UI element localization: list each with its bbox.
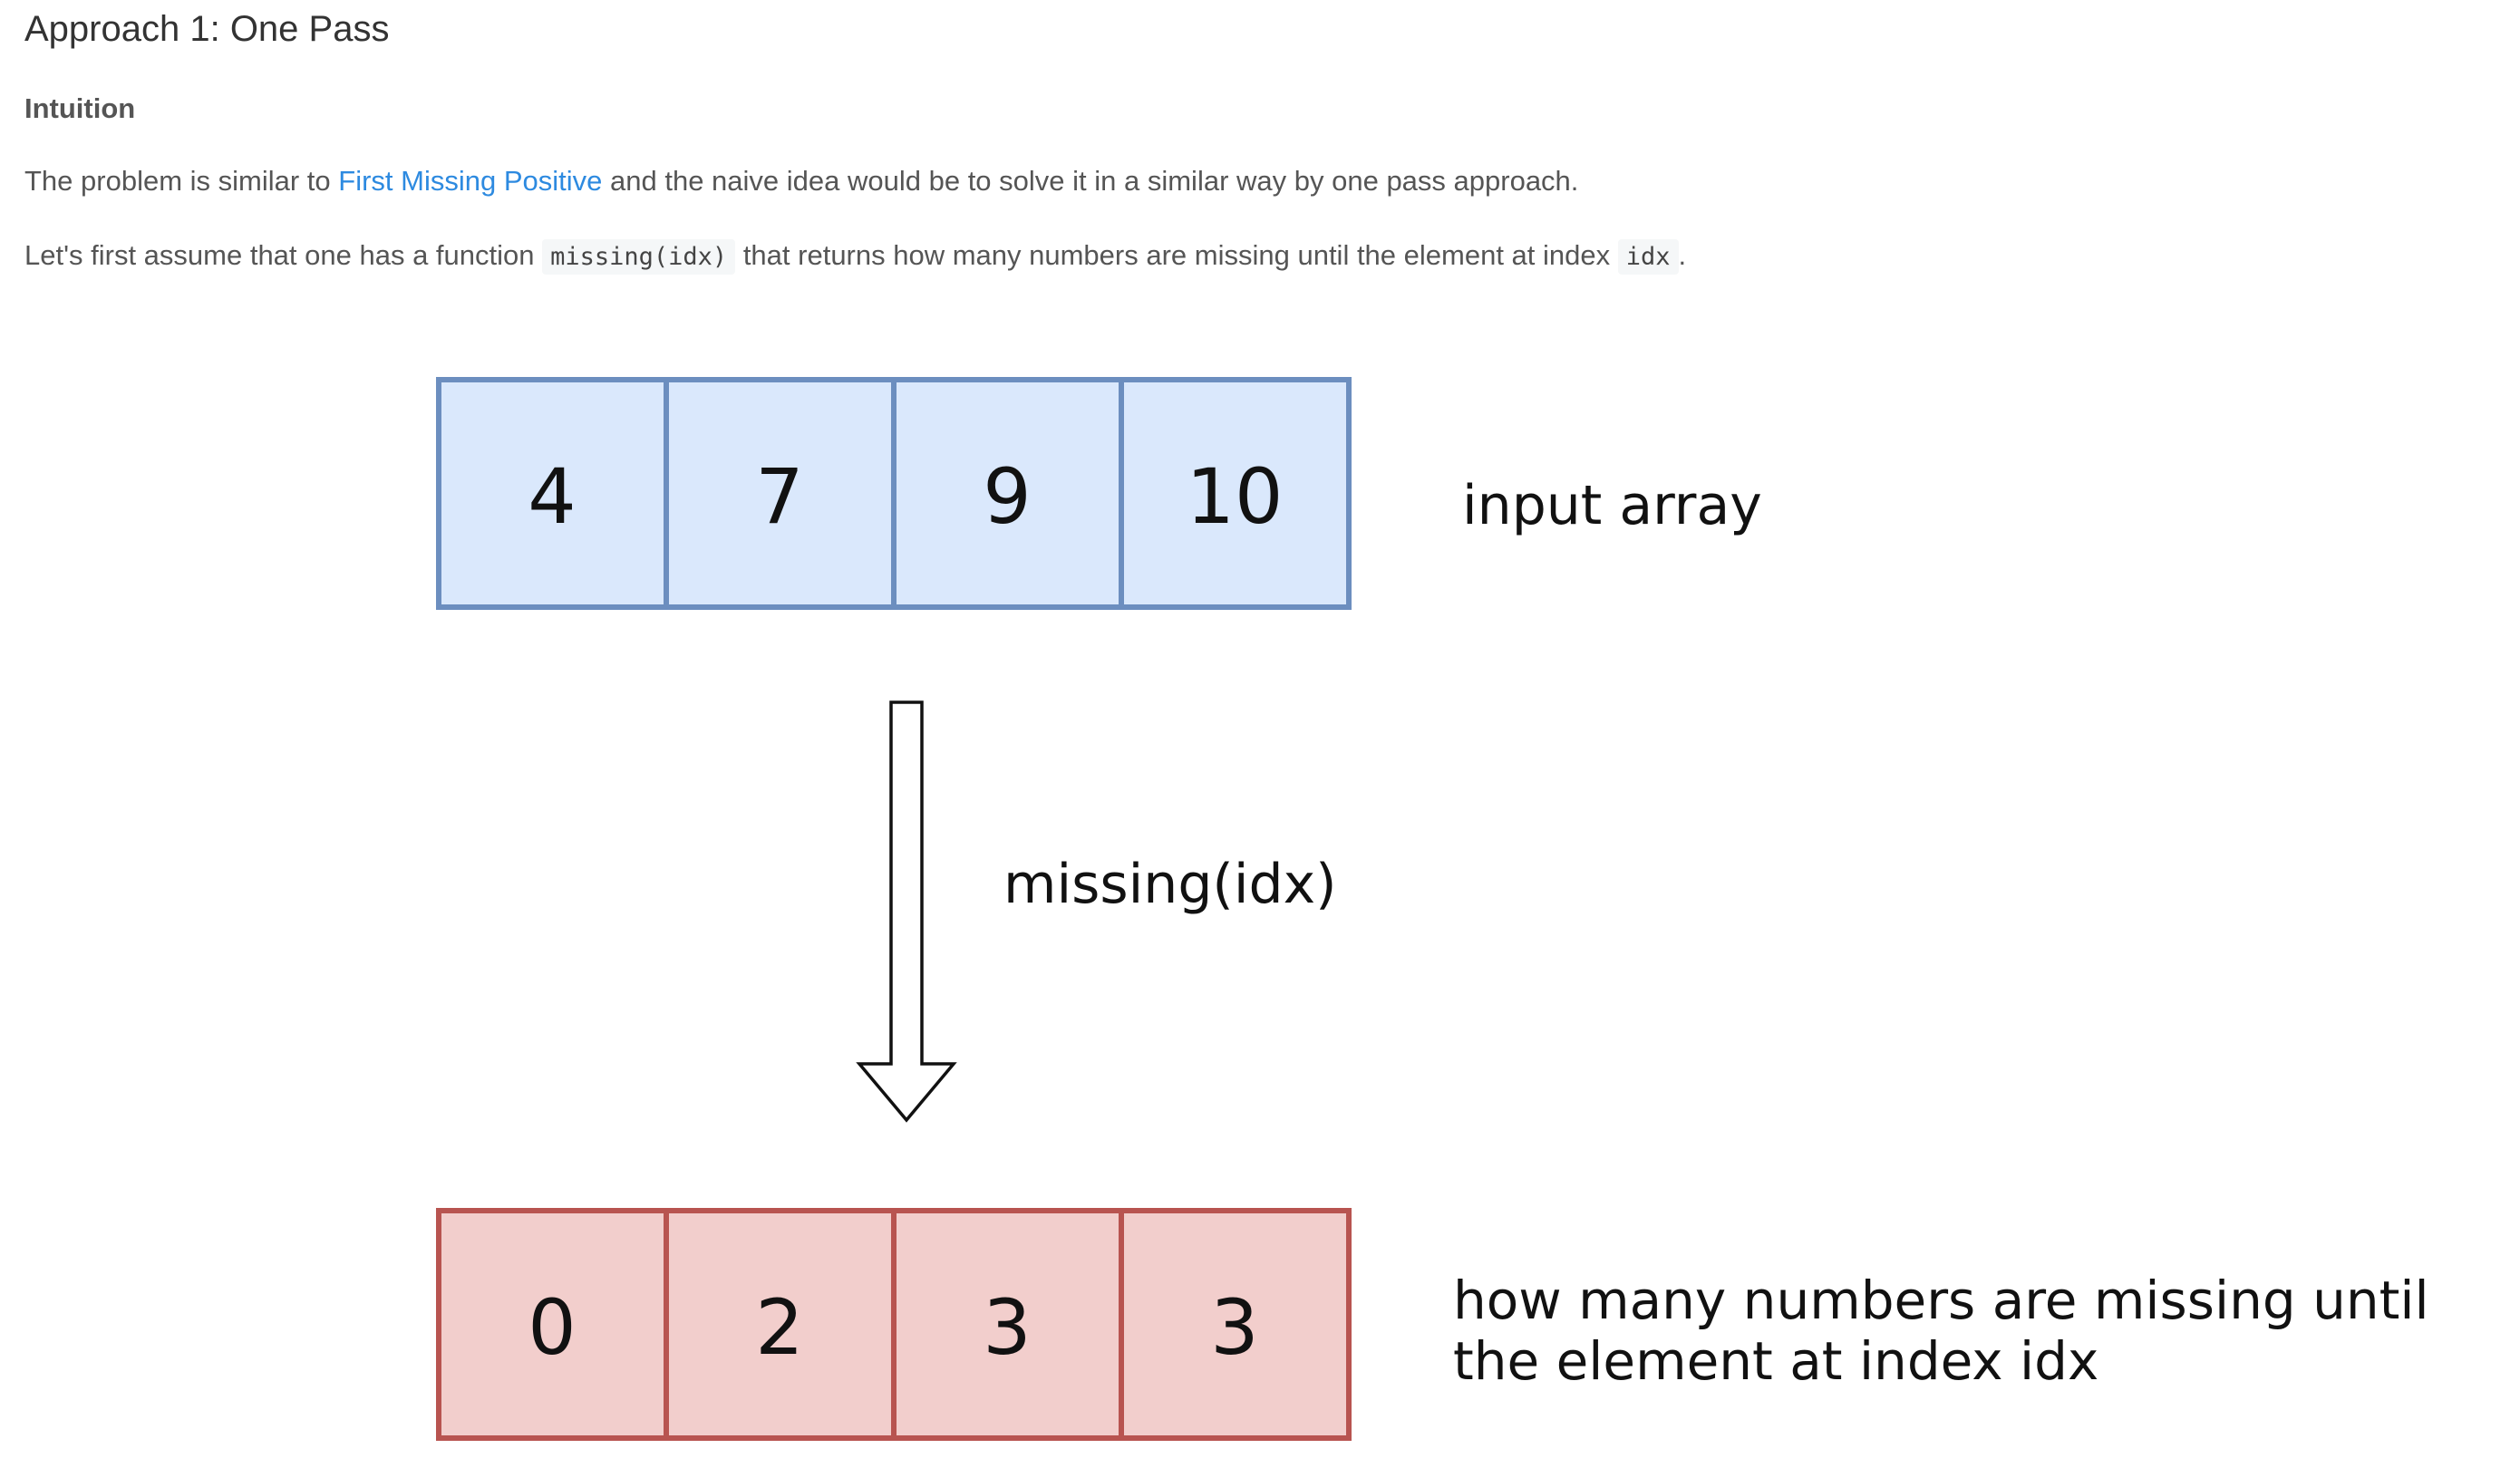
output-array-label-line2: the element at index idx bbox=[1453, 1330, 2098, 1392]
arrow-label: missing(idx) bbox=[1003, 853, 1337, 916]
assumption-paragraph: Let's first assume that one has a functi… bbox=[24, 236, 1686, 277]
output-array: 0 2 3 3 bbox=[436, 1208, 1352, 1441]
inline-code-idx: idx bbox=[1617, 239, 1679, 275]
input-cell-value: 10 bbox=[1187, 452, 1284, 541]
input-array-label: input array bbox=[1462, 474, 1762, 537]
output-cell-value: 2 bbox=[755, 1283, 803, 1372]
intro-paragraph: The problem is similar to First Missing … bbox=[24, 161, 1578, 201]
input-cell-value: 4 bbox=[528, 452, 576, 541]
input-cell-value: 7 bbox=[755, 452, 803, 541]
output-array-label-line1: how many numbers are missing until bbox=[1453, 1270, 2429, 1331]
input-cell bbox=[664, 377, 897, 610]
output-cell bbox=[436, 1208, 669, 1441]
paragraph-text: . bbox=[1678, 239, 1687, 271]
input-array: 4 7 9 10 bbox=[436, 377, 1352, 610]
output-cell bbox=[1119, 1208, 1352, 1441]
input-cell-value: 9 bbox=[983, 452, 1031, 541]
input-cell bbox=[1119, 377, 1352, 610]
paragraph-text: The problem is similar to bbox=[24, 165, 339, 197]
output-cell bbox=[891, 1208, 1124, 1441]
output-cell-value: 3 bbox=[1210, 1283, 1258, 1372]
first-missing-positive-link[interactable]: First Missing Positive bbox=[338, 165, 603, 197]
down-arrow-icon bbox=[856, 700, 957, 1123]
paragraph-text: and the naive idea would be to solve it … bbox=[602, 165, 1579, 197]
section-heading: Intuition bbox=[24, 92, 136, 124]
paragraph-text: that returns how many numbers are missin… bbox=[735, 239, 1618, 271]
input-cell bbox=[891, 377, 1124, 610]
page-title: Approach 1: One Pass bbox=[24, 9, 390, 49]
output-cell-value: 3 bbox=[983, 1283, 1031, 1372]
input-cell bbox=[436, 377, 669, 610]
paragraph-text: Let's first assume that one has a functi… bbox=[24, 239, 543, 271]
output-cell-value: 0 bbox=[528, 1283, 576, 1372]
inline-code-missing: missing(idx) bbox=[542, 239, 736, 275]
output-cell bbox=[664, 1208, 897, 1441]
